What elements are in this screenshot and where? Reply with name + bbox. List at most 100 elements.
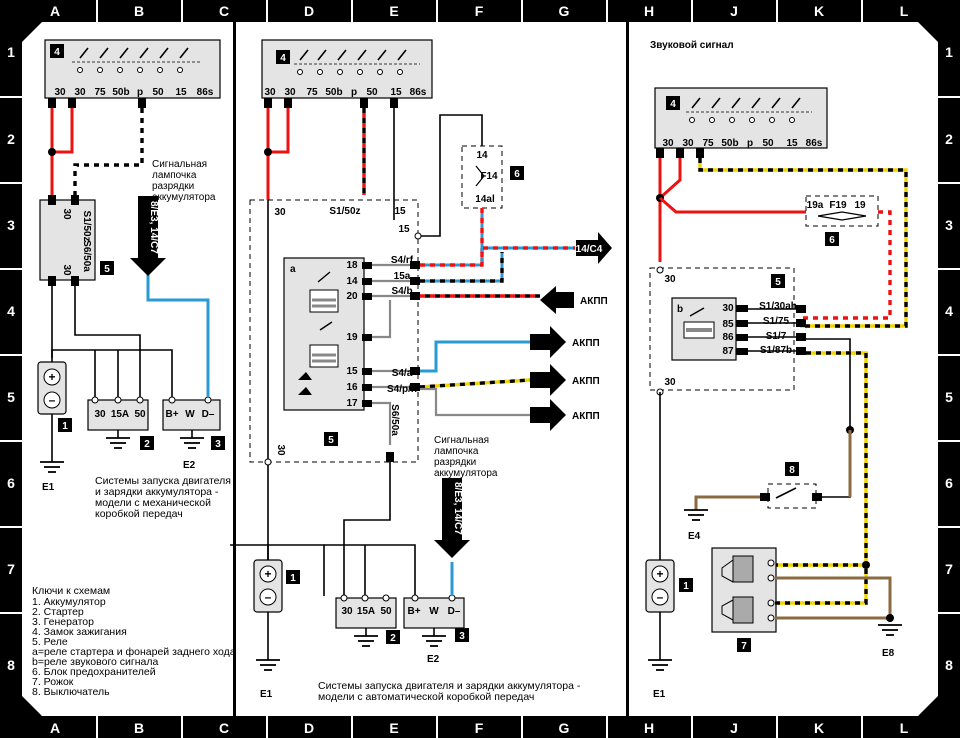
ign-pin: 30	[264, 87, 276, 98]
battery-1: + – 1	[37, 361, 72, 432]
ground-label: E8	[882, 648, 895, 659]
relay-pin: 87	[722, 346, 734, 357]
component-number: 8	[789, 465, 795, 476]
relay-letter: b	[677, 304, 683, 315]
row-label-left: 2	[7, 131, 15, 147]
relay-term: 30	[664, 274, 676, 285]
col-label-top: D	[304, 3, 314, 19]
relay-5-box	[649, 267, 795, 391]
battery-1: + – 1	[645, 559, 693, 613]
panel-title: Звуковой сигнал	[650, 40, 734, 51]
ign-pin: 30	[284, 87, 296, 98]
ign-pin: 75	[94, 87, 106, 98]
fuse-pin: 19	[854, 200, 866, 211]
ign-pin: 15	[390, 87, 402, 98]
row-label-right: 7	[945, 561, 953, 577]
row-label-right: 4	[945, 303, 953, 319]
svg-text:+: +	[656, 567, 663, 581]
ign-pin: 30	[54, 87, 66, 98]
ground-icon	[40, 461, 64, 473]
ign-pin: 30	[74, 87, 86, 98]
component-number: 5	[775, 277, 781, 288]
col-label-bottom: J	[730, 720, 738, 736]
row-label-right: 1	[945, 44, 953, 60]
relay-term: 15a	[394, 271, 411, 282]
ign-pin: 50	[366, 87, 378, 98]
akpp-label: АКПП	[572, 411, 600, 422]
col-label-bottom: G	[559, 720, 570, 736]
legend-item: a=реле стартера и фонарей заднего хода	[32, 646, 236, 658]
col-label-bottom: F	[475, 720, 484, 736]
legend-item: 7. Рожок	[32, 676, 74, 688]
gen-pin: D–	[448, 606, 461, 617]
ign-pin: p	[351, 87, 357, 98]
lamp-label: аккумулятора	[434, 468, 498, 479]
relay-term: S4/a	[392, 368, 413, 379]
ref-arrow-down: 8/E3, 14/C7	[130, 196, 166, 276]
fuse-label: F14	[480, 171, 498, 182]
col-label-top: K	[814, 3, 824, 19]
lamp-label: разрядки	[152, 181, 194, 192]
starter-2: 30 15A 50 2	[87, 396, 154, 450]
arrow-right: АКПП	[530, 364, 600, 396]
component-number: 1	[290, 573, 296, 584]
component-number: 5	[104, 264, 110, 275]
legend-item: 8. Выключатель	[32, 686, 110, 698]
col-label-top: G	[559, 3, 570, 19]
col-label-bottom: C	[219, 720, 229, 736]
col-label-top: L	[900, 3, 909, 19]
starter-pin: 15A	[111, 409, 129, 420]
panel-divider	[233, 22, 236, 716]
ign-pin: 86s	[197, 87, 214, 98]
generator-3: B+ W D– E2 3	[162, 396, 225, 471]
col-label-top: A	[50, 3, 60, 19]
ign-pin: 50b	[721, 138, 738, 149]
caption: коробкой передач	[95, 508, 183, 520]
col-label-bottom: H	[644, 720, 654, 736]
fuse-pin: 19a	[807, 200, 824, 211]
relay-term: S4/p/n	[387, 384, 417, 395]
col-label-top: J	[730, 3, 738, 19]
arrow-label: 14/C4	[576, 244, 603, 255]
relay-pin: 30	[61, 264, 72, 276]
legend-item: 1. Аккумулятор	[32, 596, 106, 608]
component-number: 2	[144, 439, 150, 450]
row-label-left: 6	[7, 475, 15, 491]
ign-pin: 15	[175, 87, 187, 98]
akpp-label: АКПП	[580, 296, 608, 307]
row-label-left: 7	[7, 561, 15, 577]
generator-3: B+ W D– E2 3	[403, 594, 469, 665]
component-number: 7	[741, 641, 747, 652]
col-label-top: B	[134, 3, 144, 19]
ign-pin: p	[137, 87, 143, 98]
akpp-label: АКПП	[572, 376, 600, 387]
component-number: 4	[54, 47, 60, 58]
col-label-top: H	[644, 3, 654, 19]
ground-label: E1	[653, 689, 666, 700]
relay-pin: 30	[61, 208, 72, 220]
svg-text:+: +	[48, 370, 55, 384]
relay-a: a 18 14 20 19 15 16 17	[283, 257, 372, 411]
starter-pin: 50	[134, 409, 146, 420]
ign-pin: 50b	[325, 87, 342, 98]
svg-text:–: –	[49, 393, 56, 407]
lamp-label: разрядки	[434, 457, 476, 468]
relay-term: 30	[275, 444, 286, 456]
gen-pin: B+	[407, 606, 420, 617]
arrow-right: 14/C4	[576, 232, 612, 264]
lamp-label: Сигнальная	[434, 435, 489, 446]
fuse-f19: 19a F19 19 6	[805, 195, 879, 246]
legend-item: 4. Замок зажигания	[32, 626, 127, 638]
relay-5: 30 S1/50z 30 S6/50a 5	[39, 195, 114, 286]
ign-pin: 50	[152, 87, 164, 98]
lamp-label: лампочка	[152, 170, 197, 181]
panel-horn: Звуковой сигнал 4 30 30 75 50b p 50 15 8…	[645, 40, 908, 700]
col-label-top: C	[219, 3, 229, 19]
relay-term: S1/50z	[329, 206, 360, 217]
ign-pin: 50b	[112, 87, 129, 98]
row-label-left: 4	[7, 303, 15, 319]
fuse-pin: 14	[476, 150, 488, 161]
relay-pin: 17	[346, 398, 358, 409]
relay-pin: S1/50z	[81, 210, 92, 241]
lamp-label: аккумулятора	[152, 192, 216, 203]
